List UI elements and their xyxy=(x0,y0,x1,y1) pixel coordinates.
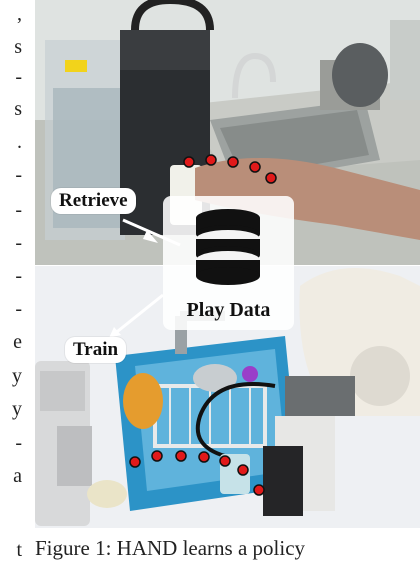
left-column-char: e xyxy=(13,331,22,353)
trajectory-dot xyxy=(151,450,163,462)
kitchen-photo xyxy=(35,0,420,265)
trajectory-dot xyxy=(198,451,210,463)
figure: Play Data Retrieve Train xyxy=(35,0,420,528)
trajectory-bottom xyxy=(129,450,265,496)
left-column-char: a xyxy=(13,465,22,487)
trajectory-dot xyxy=(205,154,217,166)
left-column-char: - xyxy=(15,199,22,221)
left-text-column: , s - s . - - - - - e y y - a t xyxy=(0,0,30,564)
left-column-char: y xyxy=(12,365,22,387)
train-label: Train xyxy=(65,337,127,363)
trajectory-dot xyxy=(253,484,265,496)
left-column-char: , xyxy=(17,3,22,25)
retrieve-label: Retrieve xyxy=(51,188,136,214)
trajectory-dot xyxy=(183,156,195,168)
arrow-head xyxy=(143,230,158,243)
left-column-char: y xyxy=(12,398,22,420)
arrow-to-train xyxy=(112,293,164,337)
left-column-char: - xyxy=(15,232,22,254)
play-data-box: Play Data xyxy=(163,196,294,330)
left-column-char: t xyxy=(16,539,22,561)
trajectory-top xyxy=(183,154,277,184)
left-column-char: - xyxy=(15,164,22,186)
trajectory-dot xyxy=(227,156,239,168)
play-data-label: Play Data xyxy=(186,299,271,321)
left-column-char: - xyxy=(15,298,22,320)
trajectory-dot xyxy=(219,455,231,467)
trajectory-dot xyxy=(129,456,141,468)
trajectory-dot xyxy=(249,161,261,173)
left-column-char: s xyxy=(14,98,22,120)
left-column-char: s xyxy=(14,36,22,58)
trajectory-dot xyxy=(175,450,187,462)
database-icon xyxy=(196,209,260,285)
trajectory-dot xyxy=(265,172,277,184)
figure-caption: Figure 1: HAND learns a policy xyxy=(35,536,306,560)
left-column-char: - xyxy=(15,265,22,287)
arrow-head xyxy=(109,327,121,338)
trajectory-dot xyxy=(237,464,249,476)
left-column-char: - xyxy=(15,432,22,454)
kitchen-photo-illustration xyxy=(35,0,420,265)
left-column-char: . xyxy=(17,131,22,153)
left-column-char: - xyxy=(15,66,22,88)
